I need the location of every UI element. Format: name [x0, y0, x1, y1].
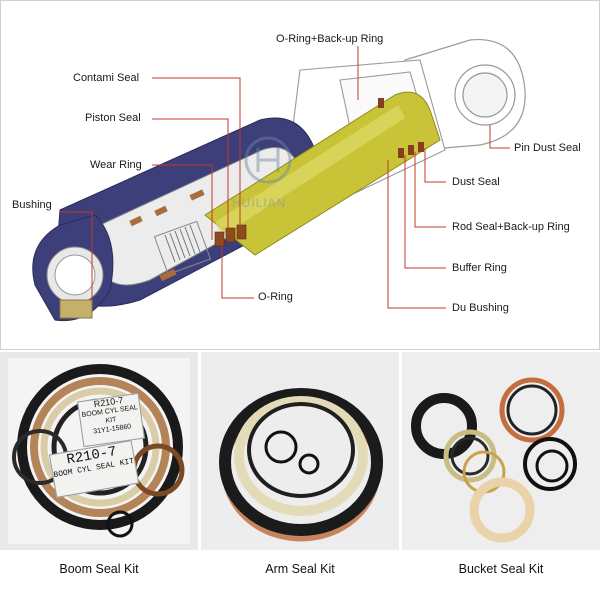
watermark-logo [244, 136, 292, 184]
label-buffer-ring: Buffer Ring [452, 262, 507, 274]
boom-kit-photo: R210-7 BOOM CYL SEAL KIT 31Y1-15860 R210… [0, 352, 198, 550]
watermark-text: HUILIAN [232, 196, 287, 210]
bore-detail [129, 189, 205, 282]
label-wear-ring: Wear Ring [90, 159, 142, 171]
caption-arm-seal-kit: Arm Seal Kit [265, 562, 335, 576]
label-dust-seal: Dust Seal [452, 176, 500, 188]
label-du-bushing: Du Bushing [452, 302, 509, 314]
caption-boom-seal-kit: Boom Seal Kit [59, 562, 139, 576]
cylinder-cutaway [0, 0, 600, 350]
label-rod-seal-backup: Rod Seal+Back-up Ring [452, 221, 570, 233]
label-o-ring-backup: O-Ring+Back-up Ring [276, 33, 384, 45]
arm-kit-photo [201, 352, 399, 550]
label-contami-seal: Contami Seal [73, 72, 140, 84]
piston-seals [214, 224, 247, 247]
bucket-kit-photo [402, 352, 600, 550]
label-pin-dust-seal: Pin Dust Seal [514, 142, 581, 154]
bushing-eye [32, 214, 114, 322]
small-kit-tag: R210-7 BOOM CYL SEAL KIT 31Y1-15860 [77, 392, 145, 448]
cylinder-diagram: O-Ring+Back-up Ring Contami Seal Piston … [0, 0, 600, 350]
piston-thread [164, 224, 201, 263]
caption-bucket-seal-kit: Bucket Seal Kit [458, 562, 544, 576]
label-o-ring: O-Ring [258, 291, 293, 303]
rod-seals [378, 98, 424, 158]
label-piston-seal: Piston Seal [85, 112, 141, 124]
leader-lines [60, 46, 510, 309]
label-bushing: Bushing [12, 199, 52, 211]
